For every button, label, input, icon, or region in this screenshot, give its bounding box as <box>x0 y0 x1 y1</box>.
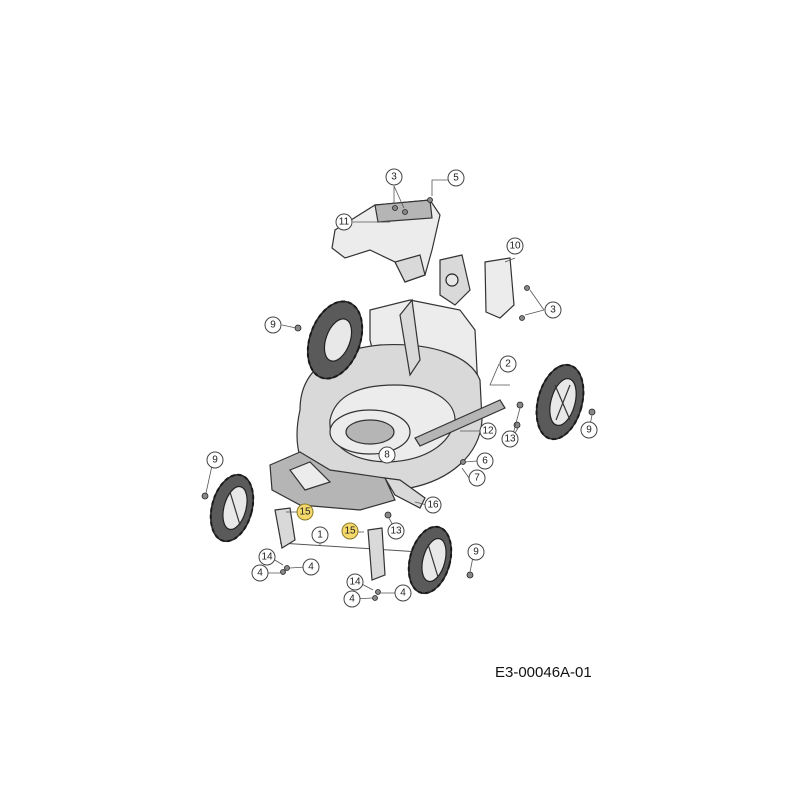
callout-9[interactable]: 9 <box>206 451 224 469</box>
callout-9[interactable]: 9 <box>467 543 485 561</box>
svg-text:9: 9 <box>473 547 479 558</box>
mower-deck <box>269 298 483 511</box>
callout-12[interactable]: 12 <box>479 422 497 440</box>
svg-text:3: 3 <box>550 305 556 316</box>
callout-4[interactable]: 4 <box>251 564 269 582</box>
callout-15-highlighted[interactable]: 15 <box>341 522 359 540</box>
callout-4[interactable]: 4 <box>343 590 361 608</box>
svg-text:2: 2 <box>505 359 511 370</box>
callout-11[interactable]: 11 <box>335 213 353 231</box>
svg-text:4: 4 <box>308 562 314 573</box>
callout-5[interactable]: 5 <box>447 169 465 187</box>
svg-text:4: 4 <box>257 568 263 579</box>
callout-7[interactable]: 7 <box>468 469 486 487</box>
wheel-rear-right <box>535 363 585 441</box>
svg-text:6: 6 <box>482 456 488 467</box>
callout-4[interactable]: 4 <box>302 558 320 576</box>
callout-13[interactable]: 13 <box>387 522 405 540</box>
svg-text:16: 16 <box>427 500 439 511</box>
wheel-front-left <box>209 473 255 543</box>
callout-3[interactable]: 3 <box>385 168 403 186</box>
svg-text:14: 14 <box>261 552 273 563</box>
callout-13[interactable]: 13 <box>501 430 519 448</box>
wheel-front-right <box>407 525 453 595</box>
svg-text:8: 8 <box>384 450 390 461</box>
svg-text:13: 13 <box>390 526 402 537</box>
front-axle-assembly <box>274 477 426 581</box>
svg-text:12: 12 <box>482 426 494 437</box>
height-adjuster <box>439 254 515 319</box>
svg-text:4: 4 <box>349 594 355 605</box>
svg-text:10: 10 <box>509 241 521 252</box>
drawing-code-label: E3-00046A-01 <box>495 664 592 681</box>
svg-text:14: 14 <box>349 577 361 588</box>
svg-text:9: 9 <box>270 320 276 331</box>
callout-9[interactable]: 9 <box>264 316 282 334</box>
callout-2[interactable]: 2 <box>499 355 517 373</box>
callout-10[interactable]: 10 <box>506 237 524 255</box>
svg-text:15: 15 <box>344 526 356 537</box>
callout-8[interactable]: 8 <box>378 446 396 464</box>
svg-text:1: 1 <box>317 530 323 541</box>
callout-15-highlighted[interactable]: 15 <box>296 503 314 521</box>
svg-text:11: 11 <box>339 217 350 228</box>
svg-text:9: 9 <box>586 425 592 436</box>
callout-6[interactable]: 6 <box>476 452 494 470</box>
callouts: 3 5 11 10 3 9 2 12 13 9 8 6 7 9 16 15 15… <box>206 168 598 608</box>
callout-4[interactable]: 4 <box>394 584 412 602</box>
svg-text:4: 4 <box>400 588 406 599</box>
svg-text:13: 13 <box>504 434 516 445</box>
svg-text:7: 7 <box>474 473 480 484</box>
svg-text:5: 5 <box>453 173 459 184</box>
callout-9[interactable]: 9 <box>580 421 598 439</box>
svg-text:15: 15 <box>299 507 311 518</box>
leader-lines <box>205 179 593 600</box>
svg-text:9: 9 <box>212 455 218 466</box>
rear-axle <box>414 399 506 447</box>
callout-1[interactable]: 1 <box>311 526 329 544</box>
callout-16[interactable]: 16 <box>424 496 442 514</box>
control-cover <box>331 199 441 283</box>
callout-3[interactable]: 3 <box>544 301 562 319</box>
wheel-rear-left <box>306 300 364 380</box>
callout-14[interactable]: 14 <box>258 548 276 566</box>
svg-text:3: 3 <box>391 172 397 183</box>
callout-14[interactable]: 14 <box>346 573 364 591</box>
